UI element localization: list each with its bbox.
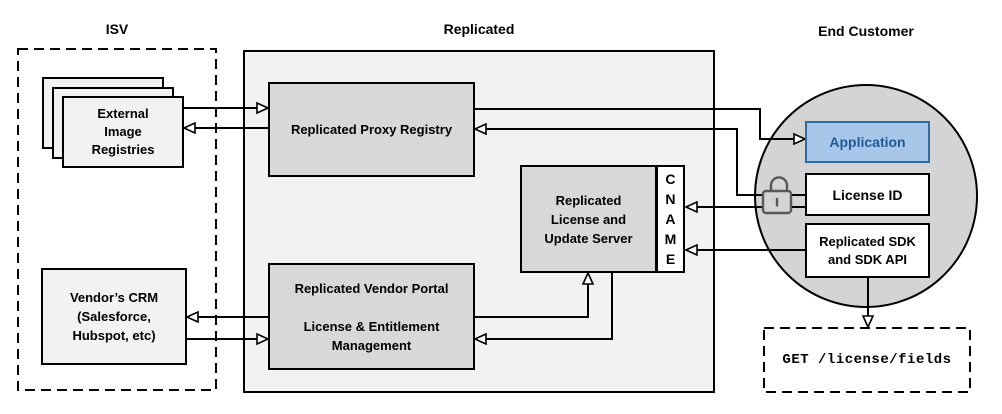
isv-boundary	[17, 48, 217, 391]
replicated-sdk-label: Replicated SDK and SDK API	[819, 233, 916, 267]
arrow-registries-to-proxy	[184, 101, 270, 115]
license-update-server-box: Replicated License and Update Server	[520, 165, 657, 273]
vendor-portal-label: Replicated Vendor Portal License & Entit…	[294, 280, 449, 353]
api-request-box	[763, 327, 971, 393]
replicated-section-title: Replicated	[443, 21, 515, 37]
vendor-crm-label: Vendor’s CRM (Salesforce, Hubspot, etc)	[69, 290, 159, 343]
external-image-registries-box: External Image Registries	[62, 96, 184, 168]
cname-box: C N A M E	[656, 165, 685, 273]
arrow-proxy-to-application	[475, 108, 807, 146]
license-update-server-label: Replicated License and Update Server	[544, 192, 633, 246]
vendor-crm-box: Vendor’s CRM (Salesforce, Hubspot, etc)	[41, 268, 187, 365]
application-box: Application	[805, 121, 930, 163]
license-id-box: License ID	[805, 173, 930, 216]
arrow-license-server-to-portal	[473, 273, 613, 346]
unlock-icon	[761, 176, 793, 215]
arrow-portal-to-crm	[185, 310, 268, 324]
cname-label: C N A M E	[664, 171, 677, 267]
replicated-sdk-box: Replicated SDK and SDK API	[805, 223, 930, 278]
license-id-label: License ID	[832, 186, 903, 203]
external-image-registries-label: External Image Registries	[91, 106, 155, 157]
end-customer-section-title: End Customer	[818, 23, 914, 39]
arrow-sdk-to-api-request	[861, 278, 875, 329]
application-label: Application	[829, 134, 906, 150]
proxy-registry-label: Replicated Proxy Registry	[290, 122, 453, 137]
arrow-proxy-to-registries	[182, 121, 268, 135]
api-request-label: GET /license/fields	[782, 352, 952, 368]
arrow-crm-to-portal	[187, 332, 270, 346]
vendor-portal-box: Replicated Vendor Portal License & Entit…	[268, 263, 475, 370]
api-request-text-container: GET /license/fields	[764, 328, 970, 392]
proxy-registry-box: Replicated Proxy Registry	[268, 82, 475, 177]
arrow-portal-to-license-server	[475, 271, 595, 318]
isv-section-title: ISV	[105, 21, 129, 37]
arrow-sdk-to-cname	[684, 243, 805, 257]
